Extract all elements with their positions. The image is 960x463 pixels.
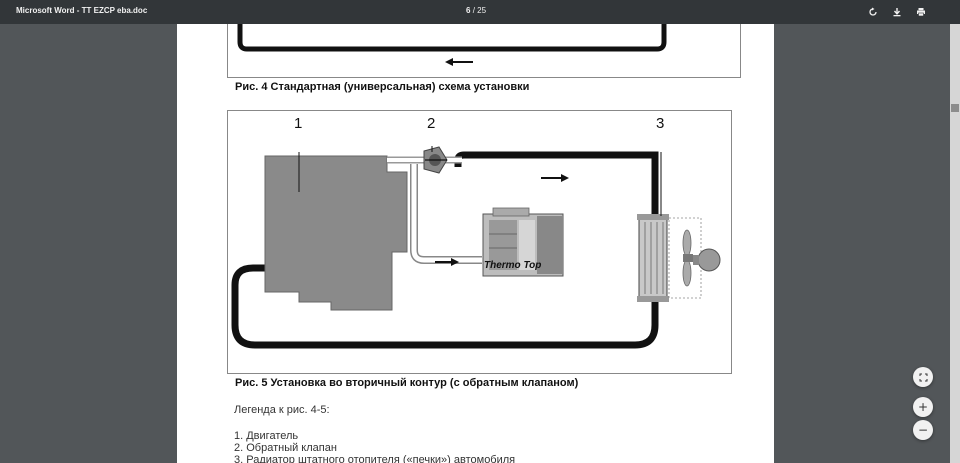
rotate-icon [869,7,877,16]
engine-number-label: 1 [294,115,303,132]
figure-4-caption: Рис. 4 Стандартная (универсальная) схема… [235,81,530,93]
legend-title: Легенда к рис. 4-5: [234,404,330,416]
page-indicator: 6 / 25 [466,6,486,15]
heater-label: Thermo Top [484,260,542,271]
figure-5-caption: Рис. 5 Установка во вторичный контур (с … [235,377,579,389]
coolant-loop [231,151,659,349]
rotate-button[interactable] [865,4,881,20]
page-separator: / [472,6,475,15]
print-button[interactable] [913,4,929,20]
current-page[interactable]: 6 [466,6,471,15]
figure-4-diagram [237,24,667,66]
pdf-viewer[interactable]: Рис. 4 Стандартная (универсальная) схема… [0,24,960,463]
pdf-toolbar: Microsoft Word - TT EZCP eba.doc 6 / 25 [0,0,960,24]
download-button[interactable] [889,4,905,20]
valve-number-label: 2 [427,115,436,132]
scrollbar-thumb[interactable] [951,104,959,112]
figure-5-diagram [231,146,721,349]
flow-arrow-top [541,174,569,182]
radiator [637,214,702,302]
flow-arrow-middle [435,258,459,266]
print-icon [917,8,925,17]
legend-item: 3. Радиатор штатного отопителя («печки»)… [234,454,516,463]
fit-page-button[interactable] [913,367,933,387]
fit-page-icon [919,373,927,381]
legend-item: 2. Обратный клапан [234,442,337,454]
document-title: Microsoft Word - TT EZCP eba.doc [16,6,148,15]
download-icon [893,8,901,17]
pdf-page: Рис. 4 Стандартная (универсальная) схема… [177,24,774,463]
check-valve [423,146,448,174]
zoom-out-button[interactable]: − [913,420,933,440]
figure-5-frame [227,110,732,374]
figure-4-flow-arrow [445,58,473,66]
total-pages: 25 [477,6,487,15]
legend-item: 1. Двигатель [234,430,299,442]
zoom-in-button[interactable]: + [913,397,933,417]
figure-4-frame [227,24,741,78]
engine-block [264,155,408,311]
radiator-number-label: 3 [656,115,665,132]
scrollbar[interactable] [950,24,960,463]
figure-4-coolant-loop [237,24,667,52]
secondary-pipe [410,164,482,264]
fan-icon [682,229,721,287]
heater-unit [482,207,564,277]
